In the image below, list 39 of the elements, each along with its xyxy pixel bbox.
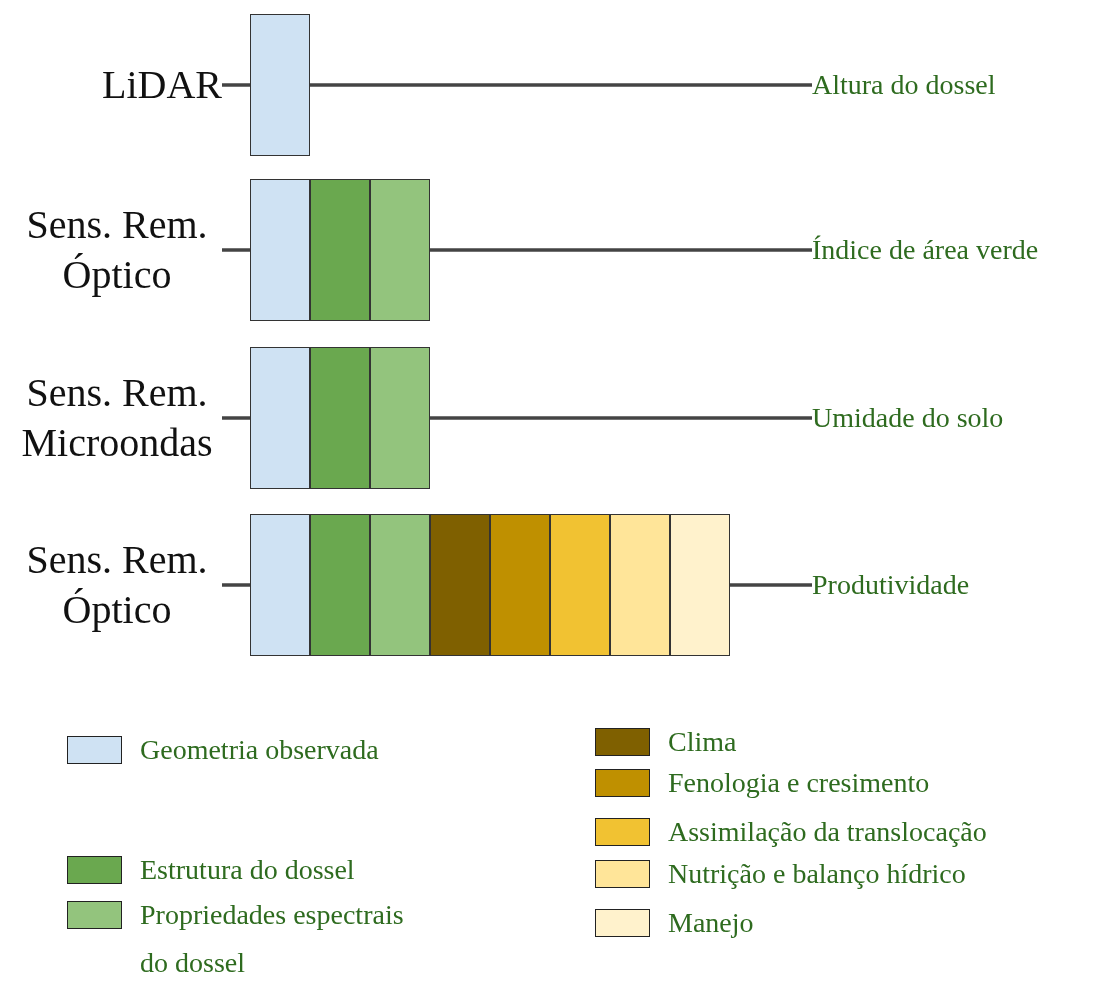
output-label: Produtividade <box>812 568 970 602</box>
connector-line <box>430 416 812 420</box>
bar-segment <box>370 347 430 489</box>
connector-line <box>430 248 812 252</box>
bar-segment <box>250 179 310 321</box>
bar-segment <box>550 514 610 656</box>
connector-line <box>222 583 250 587</box>
legend-text: Fenologia e cresimento <box>668 766 930 800</box>
output-label: Índice de área verde <box>812 233 1039 267</box>
source-label: Sens. Rem. Óptico <box>12 535 222 635</box>
bar-segment <box>250 14 310 156</box>
connector-line <box>730 583 812 587</box>
bar-segment <box>670 514 730 656</box>
legend-text: Manejo <box>668 906 754 940</box>
bar-segment <box>310 179 370 321</box>
bar-segment <box>490 514 550 656</box>
connector-line <box>222 248 250 252</box>
legend-text: Nutrição e balanço hídrico <box>668 857 966 891</box>
legend-text: Estrutura do dossel <box>140 853 355 887</box>
legend-text: Propriedades espectrais do dossel <box>140 898 405 980</box>
output-label: Umidade do solo <box>812 401 1004 435</box>
connector-line <box>310 83 812 87</box>
legend-text: Clima <box>668 725 737 759</box>
connector-line <box>222 83 250 87</box>
source-label: Sens. Rem. Microondas <box>12 368 222 468</box>
legend-text: Assimilação da translocação <box>668 815 987 849</box>
bar-segment <box>370 179 430 321</box>
bar-segment <box>250 514 310 656</box>
source-label: Sens. Rem. Óptico <box>12 200 222 300</box>
bar-segment <box>310 347 370 489</box>
output-label: Altura do dossel <box>812 68 996 102</box>
bar-segment <box>430 514 490 656</box>
connector-line <box>222 416 250 420</box>
bar-segment <box>370 514 430 656</box>
legend-text: Geometria observada <box>140 733 379 767</box>
bar-segment <box>610 514 670 656</box>
bar-segment <box>310 514 370 656</box>
bar-segment <box>250 347 310 489</box>
source-label: LiDAR <box>102 60 222 110</box>
